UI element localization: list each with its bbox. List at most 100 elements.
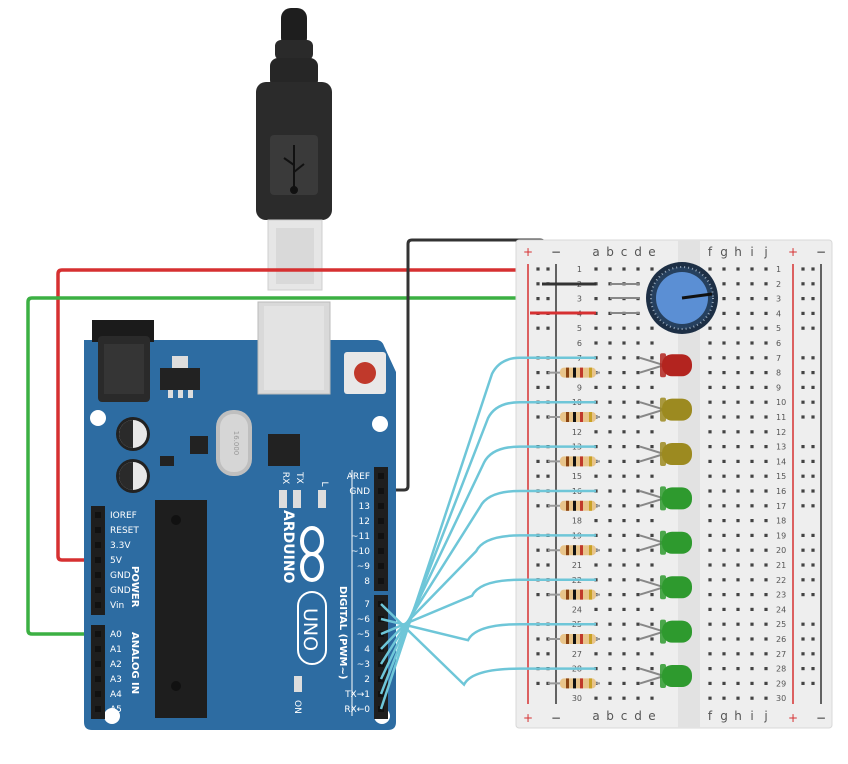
rail-hole[interactable] — [546, 385, 550, 389]
breadboard-hole[interactable] — [764, 445, 768, 449]
rail-hole[interactable] — [546, 267, 550, 271]
breadboard-hole[interactable] — [622, 548, 626, 552]
breadboard-hole[interactable] — [622, 474, 626, 478]
power-pin[interactable] — [95, 572, 101, 578]
breadboard-hole[interactable] — [608, 415, 612, 419]
breadboard-hole[interactable] — [722, 563, 726, 567]
breadboard-hole[interactable] — [750, 652, 754, 656]
rail-hole[interactable] — [536, 267, 540, 271]
breadboard-hole[interactable] — [750, 681, 754, 685]
breadboard-hole[interactable] — [764, 548, 768, 552]
breadboard-hole[interactable] — [764, 415, 768, 419]
rail-hole[interactable] — [811, 267, 815, 271]
digital-pin[interactable] — [378, 578, 384, 584]
breadboard-hole[interactable] — [722, 400, 726, 404]
breadboard-hole[interactable] — [608, 652, 612, 656]
breadboard-hole[interactable] — [736, 445, 740, 449]
breadboard-hole[interactable] — [650, 341, 654, 345]
power-pin[interactable] — [95, 542, 101, 548]
rail-hole[interactable] — [811, 371, 815, 375]
breadboard-hole[interactable] — [736, 533, 740, 537]
breadboard-hole[interactable] — [708, 563, 712, 567]
breadboard-hole[interactable] — [708, 593, 712, 597]
breadboard-hole[interactable] — [650, 504, 654, 508]
rail-hole[interactable] — [811, 282, 815, 286]
rail-hole[interactable] — [536, 282, 540, 286]
breadboard-hole[interactable] — [594, 326, 598, 330]
breadboard-hole[interactable] — [764, 563, 768, 567]
breadboard-hole[interactable] — [636, 696, 640, 700]
breadboard-hole[interactable] — [708, 607, 712, 611]
breadboard-hole[interactable] — [608, 696, 612, 700]
breadboard-hole[interactable] — [722, 459, 726, 463]
breadboard-hole[interactable] — [650, 593, 654, 597]
breadboard-hole[interactable] — [622, 430, 626, 434]
breadboard-hole[interactable] — [708, 578, 712, 582]
breadboard-hole[interactable] — [750, 533, 754, 537]
breadboard-hole[interactable] — [622, 445, 626, 449]
rail-hole[interactable] — [536, 652, 540, 656]
rail-hole[interactable] — [801, 459, 805, 463]
analog-pin[interactable] — [95, 706, 101, 712]
breadboard-hole[interactable] — [750, 474, 754, 478]
breadboard-hole[interactable] — [750, 578, 754, 582]
breadboard-hole[interactable] — [736, 622, 740, 626]
breadboard-hole[interactable] — [722, 415, 726, 419]
breadboard-hole[interactable] — [764, 667, 768, 671]
breadboard-hole[interactable] — [608, 445, 612, 449]
breadboard-hole[interactable] — [736, 696, 740, 700]
breadboard-hole[interactable] — [736, 519, 740, 523]
rail-hole[interactable] — [811, 593, 815, 597]
breadboard-hole[interactable] — [708, 696, 712, 700]
rail-hole[interactable] — [801, 667, 805, 671]
breadboard-hole[interactable] — [750, 504, 754, 508]
breadboard-hole[interactable] — [750, 297, 754, 301]
breadboard-hole[interactable] — [636, 415, 640, 419]
analog-pin[interactable] — [95, 631, 101, 637]
breadboard-hole[interactable] — [636, 681, 640, 685]
breadboard-hole[interactable] — [708, 430, 712, 434]
breadboard-hole[interactable] — [764, 430, 768, 434]
rail-hole[interactable] — [801, 356, 805, 360]
breadboard-hole[interactable] — [608, 385, 612, 389]
digital-pin[interactable] — [378, 548, 384, 554]
rail-hole[interactable] — [536, 563, 540, 567]
breadboard-hole[interactable] — [708, 519, 712, 523]
rail-hole[interactable] — [811, 578, 815, 582]
breadboard-hole[interactable] — [722, 326, 726, 330]
breadboard-hole[interactable] — [622, 415, 626, 419]
breadboard-hole[interactable] — [608, 459, 612, 463]
breadboard-hole[interactable] — [722, 282, 726, 286]
breadboard-hole[interactable] — [636, 519, 640, 523]
rail-hole[interactable] — [801, 504, 805, 508]
breadboard-hole[interactable] — [722, 371, 726, 375]
breadboard-hole[interactable] — [608, 356, 612, 360]
rail-hole[interactable] — [536, 326, 540, 330]
breadboard-hole[interactable] — [736, 607, 740, 611]
breadboard-hole[interactable] — [750, 519, 754, 523]
breadboard-hole[interactable] — [736, 415, 740, 419]
rail-hole[interactable] — [811, 474, 815, 478]
breadboard-hole[interactable] — [722, 652, 726, 656]
breadboard-hole[interactable] — [636, 652, 640, 656]
breadboard-hole[interactable] — [764, 681, 768, 685]
breadboard-hole[interactable] — [736, 385, 740, 389]
breadboard-hole[interactable] — [736, 652, 740, 656]
breadboard-hole[interactable] — [594, 267, 598, 271]
breadboard-hole[interactable] — [722, 385, 726, 389]
rail-hole[interactable] — [811, 356, 815, 360]
rail-hole[interactable] — [801, 400, 805, 404]
breadboard-hole[interactable] — [764, 474, 768, 478]
breadboard-hole[interactable] — [764, 578, 768, 582]
breadboard-hole[interactable] — [622, 696, 626, 700]
breadboard-hole[interactable] — [722, 297, 726, 301]
breadboard-hole[interactable] — [608, 371, 612, 375]
breadboard-hole[interactable] — [650, 637, 654, 641]
rail-hole[interactable] — [811, 652, 815, 656]
breadboard-hole[interactable] — [608, 622, 612, 626]
breadboard-hole[interactable] — [650, 430, 654, 434]
breadboard-hole[interactable] — [622, 267, 626, 271]
breadboard-hole[interactable] — [622, 519, 626, 523]
breadboard-hole[interactable] — [594, 519, 598, 523]
breadboard-hole[interactable] — [608, 593, 612, 597]
